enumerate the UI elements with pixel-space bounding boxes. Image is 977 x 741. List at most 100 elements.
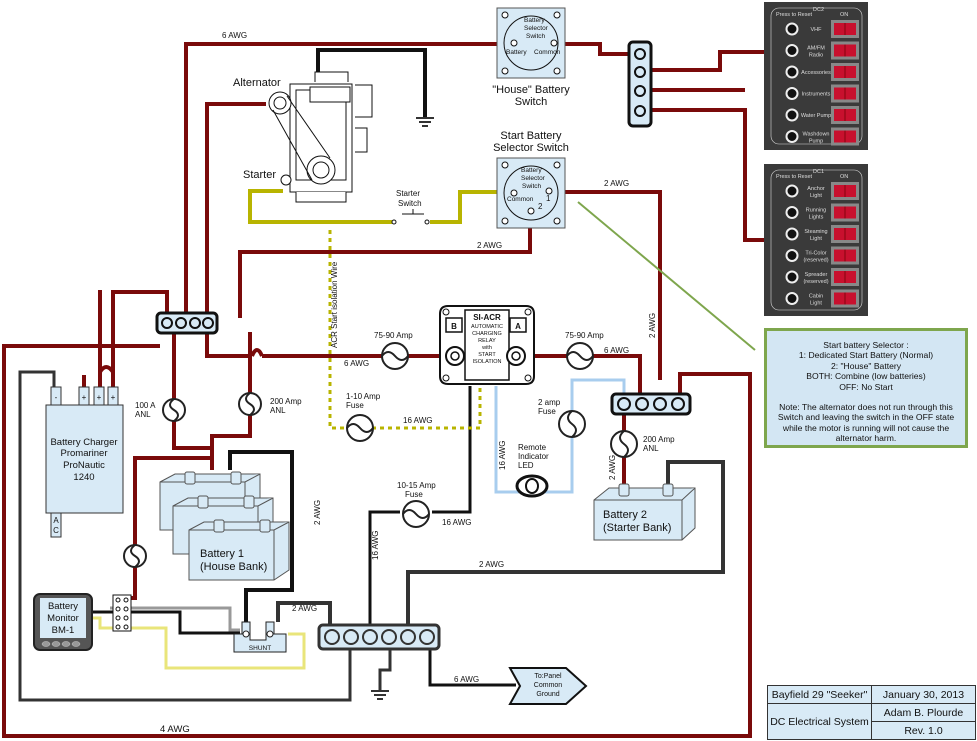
label-starter-switch-2: Switch [398,199,422,208]
wire-engine-ground [316,48,427,117]
start-selector-note: Start battery Selector : 1: Dedicated St… [764,328,968,448]
label-house-switch-2: Switch [515,96,547,108]
wire-monitor-grey [110,606,240,632]
label-start-switch-1: Start Battery [500,130,562,142]
acr-line-6: START [478,352,496,358]
circuit-label: Pump [809,139,823,145]
label-16awg-led: 16 AWG [498,441,507,471]
label-16awg-c: 16 AWG [371,531,380,561]
wire-start-sw-1 [548,190,662,380]
circuit-label: Tri-Color [805,251,826,257]
fuse-200a-left-icon [238,392,262,416]
circuit-label: Running [806,208,827,214]
reset-button-icon[interactable] [785,292,799,305]
circuit-label: Light [810,301,822,307]
panel-id: DC2 [813,7,824,13]
negative-wires [18,48,725,702]
wire-busbar-to-panel-dc2 [650,50,765,72]
acr-line-7: ISOLATION [473,359,502,365]
battery2-label-1: Battery 2 [603,509,647,521]
start-switch-pos-2: 2 [538,202,543,211]
reset-button-icon[interactable] [785,44,799,57]
label-fuse-1015-2: Fuse [405,490,423,499]
reset-button-icon[interactable] [785,22,799,36]
reset-button-icon[interactable] [785,184,799,198]
reset-button-icon[interactable] [785,270,799,284]
busbar-ground [317,623,441,651]
house-switch-face-3: Switch [526,33,546,40]
label-alternator: Alternator [233,77,281,89]
reset-button-icon[interactable] [785,249,799,262]
reset-button-icon[interactable] [785,206,799,219]
charger-line-2: Promariner [61,448,108,459]
title-block: Bayfield 29 "Seeker" January 30, 2013 DC… [767,685,976,740]
label-fuse-2amp-1: 2 amp [538,398,561,407]
label-fuse-110-1: 1-10 Amp [346,392,381,401]
label-2awg-batt2: 2 AWG [608,455,617,480]
wire-busbar-left-down [205,332,455,358]
acr-line-5: with [481,345,492,351]
panel-ground-label-1: To:Panel [534,673,562,680]
shunt-label: SHUNT [249,645,271,652]
wire-charger-pos [82,290,169,392]
charger-line-1: Battery Charger [50,437,117,448]
acr-terminal-b: B [451,322,457,331]
wire-house-neg [228,450,294,622]
circuit-label: (reserved) [803,258,828,264]
start-switch-face-1: Battery [521,167,542,174]
wire-start-sw-2 [238,212,532,318]
house-switch-face-2: Selector [524,25,549,32]
panel-id: DC1 [813,169,824,175]
panel-ground-label-2: Common [534,682,563,689]
engine-icon [268,71,373,203]
wire-200a-left [210,332,252,448]
label-16awg-a: 16 AWG [403,416,433,425]
monitor-label-3: BM-1 [52,625,75,636]
note-title: Start battery Selector : [823,340,909,350]
circuit-label: Water Pump [801,113,831,119]
wire-bus-to-ground [378,650,392,690]
wire-4awg-loop [2,344,752,738]
circuit-label: Accessories [801,70,831,76]
title-date: January 30, 2013 [871,685,976,704]
wire-monitor-yellow [92,616,306,670]
reset-button-icon[interactable] [785,65,799,79]
circuit-label: Light [810,236,822,242]
label-fuse-1015-1: 10-15 Amp [397,481,436,490]
ground-icon [371,690,389,700]
label-anl-200-left-1: 200 Amp [270,397,302,406]
reset-button-icon[interactable] [785,87,799,100]
battery-monitor [33,593,93,651]
monitor-label-1: Battery [48,601,78,612]
label-6awg-right: 6 AWG [604,346,629,355]
wire-hop [250,348,264,357]
title-revision: Rev. 1.0 [871,721,976,740]
wire-bus-to-batt2-neg [406,460,725,625]
start-battery-selector-switch[interactable] [496,157,566,229]
battery-charger [45,386,124,538]
circuit-label: Spreader [805,272,828,278]
label-fuse-7590-right: 75-90 Amp [565,331,604,340]
label-starter: Starter [243,169,276,181]
reset-button-icon[interactable] [785,227,799,241]
title-author: Adam B. Plourde [871,703,976,722]
starter-switch-icon[interactable] [391,209,430,225]
label-2awg-ground: 2 AWG [479,560,504,569]
acr-relay [439,305,535,385]
label-top-6awg: 6 AWG [222,31,247,40]
panel-ground-label-3: Ground [536,691,559,698]
panel-header-reset: Press to Reset [776,12,813,18]
reset-button-icon[interactable] [785,108,799,122]
charger-ac-1: A [53,516,59,525]
label-starter-switch-1: Starter [396,189,420,198]
label-led-3: LED [518,461,534,470]
label-fuse-2amp-2: Fuse [538,407,556,416]
fuse-charger-icon [123,544,147,568]
house-battery-switch[interactable] [496,7,566,79]
wire-house-common-to-busbar [552,42,630,56]
wire-acr-ground [432,386,472,514]
wire-monitor-black [92,610,240,635]
charger-neg-terminal: - [55,393,58,402]
reset-button-icon[interactable] [785,130,799,143]
